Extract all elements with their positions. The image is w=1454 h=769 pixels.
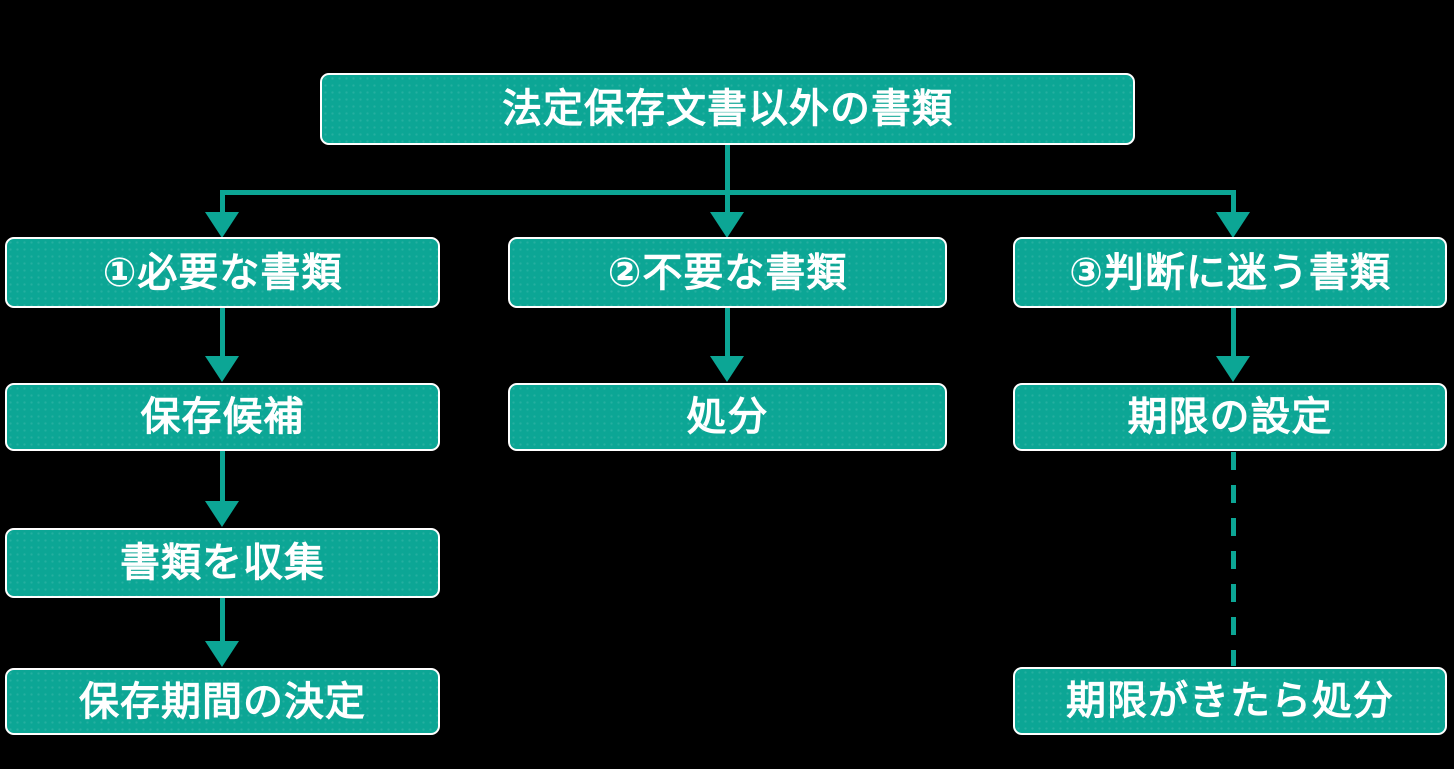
node-set-deadline-label: 期限の設定 <box>1127 395 1333 439</box>
connector-b3-step1-stem <box>1231 308 1236 358</box>
connector-b1-step2-stem <box>220 451 225 503</box>
down-arrowhead-icon <box>1216 356 1250 382</box>
node-set-deadline: 期限の設定 <box>1013 383 1447 451</box>
node-dispose-at-deadline: 期限がきたら処分 <box>1013 667 1447 735</box>
node-undecided-docs: ③判断に迷う書類 <box>1013 237 1447 308</box>
node-save-candidates-label: 保存候補 <box>140 395 305 439</box>
connector-b2-step1-stem <box>725 308 730 358</box>
node-collect-docs-label: 書類を収集 <box>120 541 325 585</box>
connector-b1-step3-stem <box>220 598 225 643</box>
node-save-candidates: 保存候補 <box>5 383 440 451</box>
node-unnecessary-docs-label: ②不要な書類 <box>607 250 848 295</box>
node-necessary-docs-label: ①必要な書類 <box>102 250 343 295</box>
node-root: 法定保存文書以外の書類 <box>320 73 1135 145</box>
node-unnecessary-docs: ②不要な書類 <box>508 237 947 308</box>
connector-branch3-stem <box>1231 192 1236 216</box>
down-arrowhead-icon <box>1216 212 1250 238</box>
node-dispose-label: 処分 <box>686 395 769 439</box>
connector-branch-horizontal <box>220 190 1236 195</box>
down-arrowhead-icon <box>205 212 239 238</box>
connector-b1-step1-stem <box>220 308 225 358</box>
node-decide-retention-period: 保存期間の決定 <box>5 668 440 735</box>
node-collect-docs: 書類を収集 <box>5 528 440 598</box>
connector-branch1-stem <box>220 192 225 216</box>
node-root-label: 法定保存文書以外の書類 <box>502 87 953 131</box>
down-arrowhead-icon <box>205 356 239 382</box>
node-decide-retention-period-label: 保存期間の決定 <box>79 679 366 724</box>
down-arrowhead-icon <box>205 501 239 527</box>
down-arrowhead-icon <box>205 641 239 667</box>
node-dispose: 処分 <box>508 383 947 451</box>
down-arrowhead-icon <box>710 356 744 382</box>
down-arrowhead-icon <box>710 212 744 238</box>
node-undecided-docs-label: ③判断に迷う書類 <box>1069 250 1391 295</box>
connector-b3-dashed <box>1231 452 1236 666</box>
node-dispose-at-deadline-label: 期限がきたら処分 <box>1066 679 1394 723</box>
connector-root-stem <box>725 145 730 214</box>
node-necessary-docs: ①必要な書類 <box>5 237 440 308</box>
